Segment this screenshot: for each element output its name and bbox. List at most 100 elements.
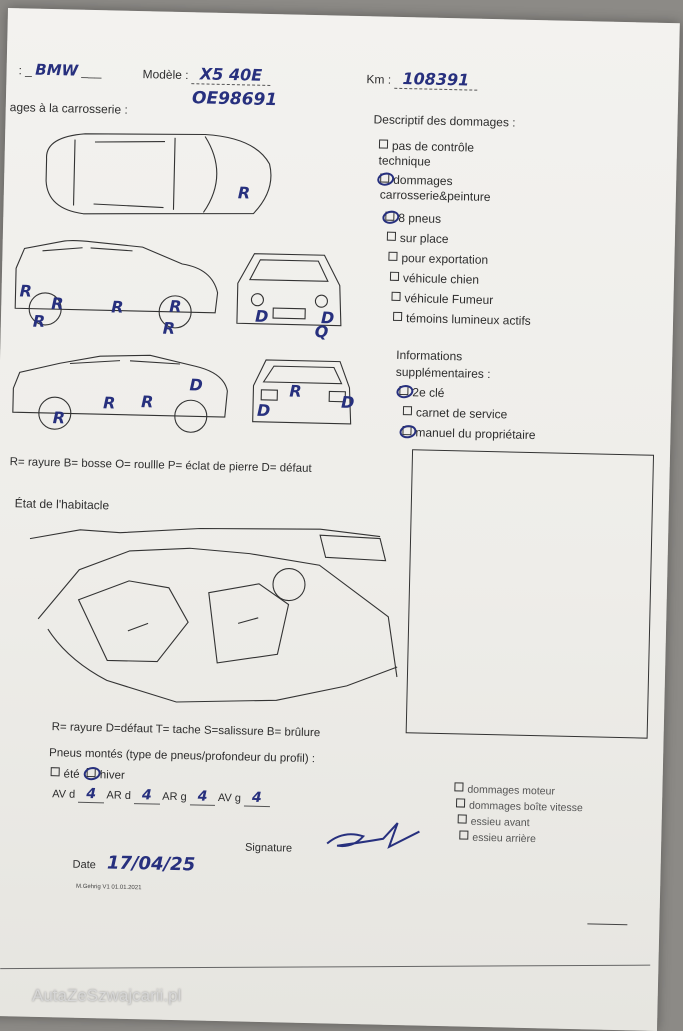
summer-label: été	[63, 768, 80, 781]
damage-marker: R	[163, 319, 176, 338]
bottom-rule	[0, 964, 651, 970]
car-diagrams: R R R R R R R D D Q R R R D R D D	[12, 133, 355, 433]
tires-season: été hiver	[50, 767, 125, 782]
damage-description-title: Descriptif des dommages :	[373, 112, 516, 130]
checkbox[interactable]	[386, 231, 397, 241]
tire-av-g-value: 4	[243, 789, 270, 808]
damage-marker: R	[51, 294, 64, 313]
damage-item-label: sur place	[399, 230, 449, 247]
damage-marker: R	[33, 312, 46, 331]
checkbox[interactable]	[454, 782, 464, 792]
brand-value: BMW	[35, 60, 79, 80]
plate-value: OE98691	[191, 88, 278, 111]
mech-damage-front-axle[interactable]: essieu avant	[457, 814, 530, 830]
winter-label: hiver	[99, 769, 125, 782]
km-field: Km : 108391	[366, 68, 478, 91]
date-label: Date	[72, 858, 96, 872]
checkbox-summer[interactable]	[50, 767, 60, 777]
photo-box	[405, 449, 655, 739]
date-field: Date 17/04/25	[72, 852, 196, 876]
checkbox-winter[interactable]	[86, 767, 96, 778]
damage-item-label: témoins lumineux actifs	[405, 311, 531, 328]
tire-ar-g-label: AR g	[162, 790, 187, 804]
date-value: 17/04/25	[106, 852, 196, 876]
signature-image	[326, 822, 420, 849]
checkbox-checked[interactable]	[402, 426, 412, 436]
mech-damage-label: essieu arrière	[472, 831, 537, 846]
inspection-form-sheet: : _ BMW ___ Modèle : X5 40E Km : 108391 …	[0, 8, 680, 1031]
damage-item-export[interactable]: pour exportation	[388, 251, 488, 267]
damage-marker: R	[103, 393, 116, 412]
checkbox[interactable]	[393, 311, 403, 322]
mech-damage-gearbox[interactable]: dommages boîte vitesse	[455, 798, 583, 815]
damage-marker: D	[255, 307, 269, 326]
damage-item-label: pas de contrôle technique	[378, 138, 475, 169]
watermark: AutaZeSzwajcarii.pl	[32, 986, 182, 1005]
damage-item-label: 8 pneus	[398, 210, 442, 226]
form-reference: M.Gehrig V1 01.01.2021	[76, 883, 142, 892]
car-side-view-right	[12, 354, 228, 433]
checkbox[interactable]	[391, 291, 401, 301]
extra-item-service-book[interactable]: carnet de service	[402, 405, 508, 422]
mech-damage-label: dommages boîte vitesse	[468, 799, 583, 815]
damage-item-dog[interactable]: véhicule chien	[389, 271, 480, 287]
car-top-view	[45, 133, 272, 215]
tire-ar-g-value: 4	[189, 788, 216, 806]
checkbox-checked[interactable]	[399, 385, 409, 396]
damage-item-ct[interactable]: pas de contrôle technique	[378, 138, 529, 171]
damage-item-warning-lights[interactable]: témoins lumineux actifs	[393, 311, 531, 328]
damage-marker: R	[289, 381, 302, 400]
tire-av-g-label: AV g	[217, 791, 242, 805]
checkbox[interactable]	[378, 139, 389, 149]
damage-item-label: véhicule chien	[402, 271, 480, 287]
damage-marker: D	[321, 308, 335, 327]
checkbox[interactable]	[455, 798, 466, 808]
divider	[587, 923, 628, 926]
checkbox[interactable]	[402, 406, 413, 416]
damage-marker: R	[169, 297, 182, 316]
mech-damage-label: dommages moteur	[467, 783, 556, 798]
damage-marker: D	[189, 375, 203, 394]
damage-marker: Q	[315, 322, 329, 341]
extra-info-title: Informations supplémentaires :	[395, 347, 491, 382]
car-front-view	[236, 253, 342, 327]
damage-item-label: dommages carrosserie&peinture	[379, 172, 491, 204]
damage-item-smoker[interactable]: véhicule Fumeur	[391, 291, 493, 307]
checkbox[interactable]	[388, 251, 398, 261]
interior-drawing	[29, 527, 398, 703]
body-damage-title: ages à la carrosserie :	[9, 100, 128, 117]
tire-ar-d-value: 4	[133, 787, 160, 805]
car-rear-view	[252, 359, 352, 425]
tire-ar-d-label: AR d	[106, 789, 132, 802]
damage-item-on-site[interactable]: sur place	[386, 230, 449, 247]
mech-damage-rear-axle[interactable]: essieu arrière	[459, 830, 536, 845]
model-value: X5 40E	[191, 64, 271, 86]
mech-damage-engine[interactable]: dommages moteur	[454, 782, 556, 798]
damage-marker: R	[111, 297, 124, 316]
model-field: Modèle : X5 40E	[142, 63, 271, 86]
interior-legend: R= rayure D=défaut T= tache S=salissure …	[51, 721, 321, 740]
damage-marker: D	[341, 393, 355, 412]
damage-marker: R	[141, 392, 154, 411]
checkbox-checked[interactable]	[385, 211, 395, 221]
tire-depths: AV d 4 AR d 4 AR g 4 AV g 4	[52, 785, 270, 808]
checkbox[interactable]	[459, 830, 469, 840]
extra-item-owner-manual[interactable]: manuel du propriétaire	[402, 425, 536, 443]
model-label: Modèle :	[142, 67, 189, 83]
extra-item-label: manuel du propriétaire	[415, 425, 536, 443]
extra-item-second-key[interactable]: 2e clé	[399, 385, 445, 400]
km-value: 108391	[394, 68, 478, 91]
mech-damage-label: essieu avant	[470, 815, 530, 830]
checkbox-checked[interactable]	[380, 173, 390, 183]
car-side-view-left	[14, 240, 219, 329]
damage-item-body-paint[interactable]: dommages carrosserie&peinture	[380, 172, 531, 205]
tire-av-d-value: 4	[78, 785, 105, 804]
body-damage-legend: R= rayure B= bosse O= roullle P= éclat d…	[9, 456, 312, 476]
km-label: Km :	[366, 72, 392, 87]
signature-label: Signature	[244, 841, 293, 855]
extra-item-label: carnet de service	[415, 405, 508, 422]
damage-item-tires[interactable]: 8 pneus	[385, 211, 441, 226]
checkbox[interactable]	[389, 271, 400, 281]
brand-field: : _ BMW ___	[18, 60, 102, 80]
checkbox[interactable]	[457, 814, 467, 824]
